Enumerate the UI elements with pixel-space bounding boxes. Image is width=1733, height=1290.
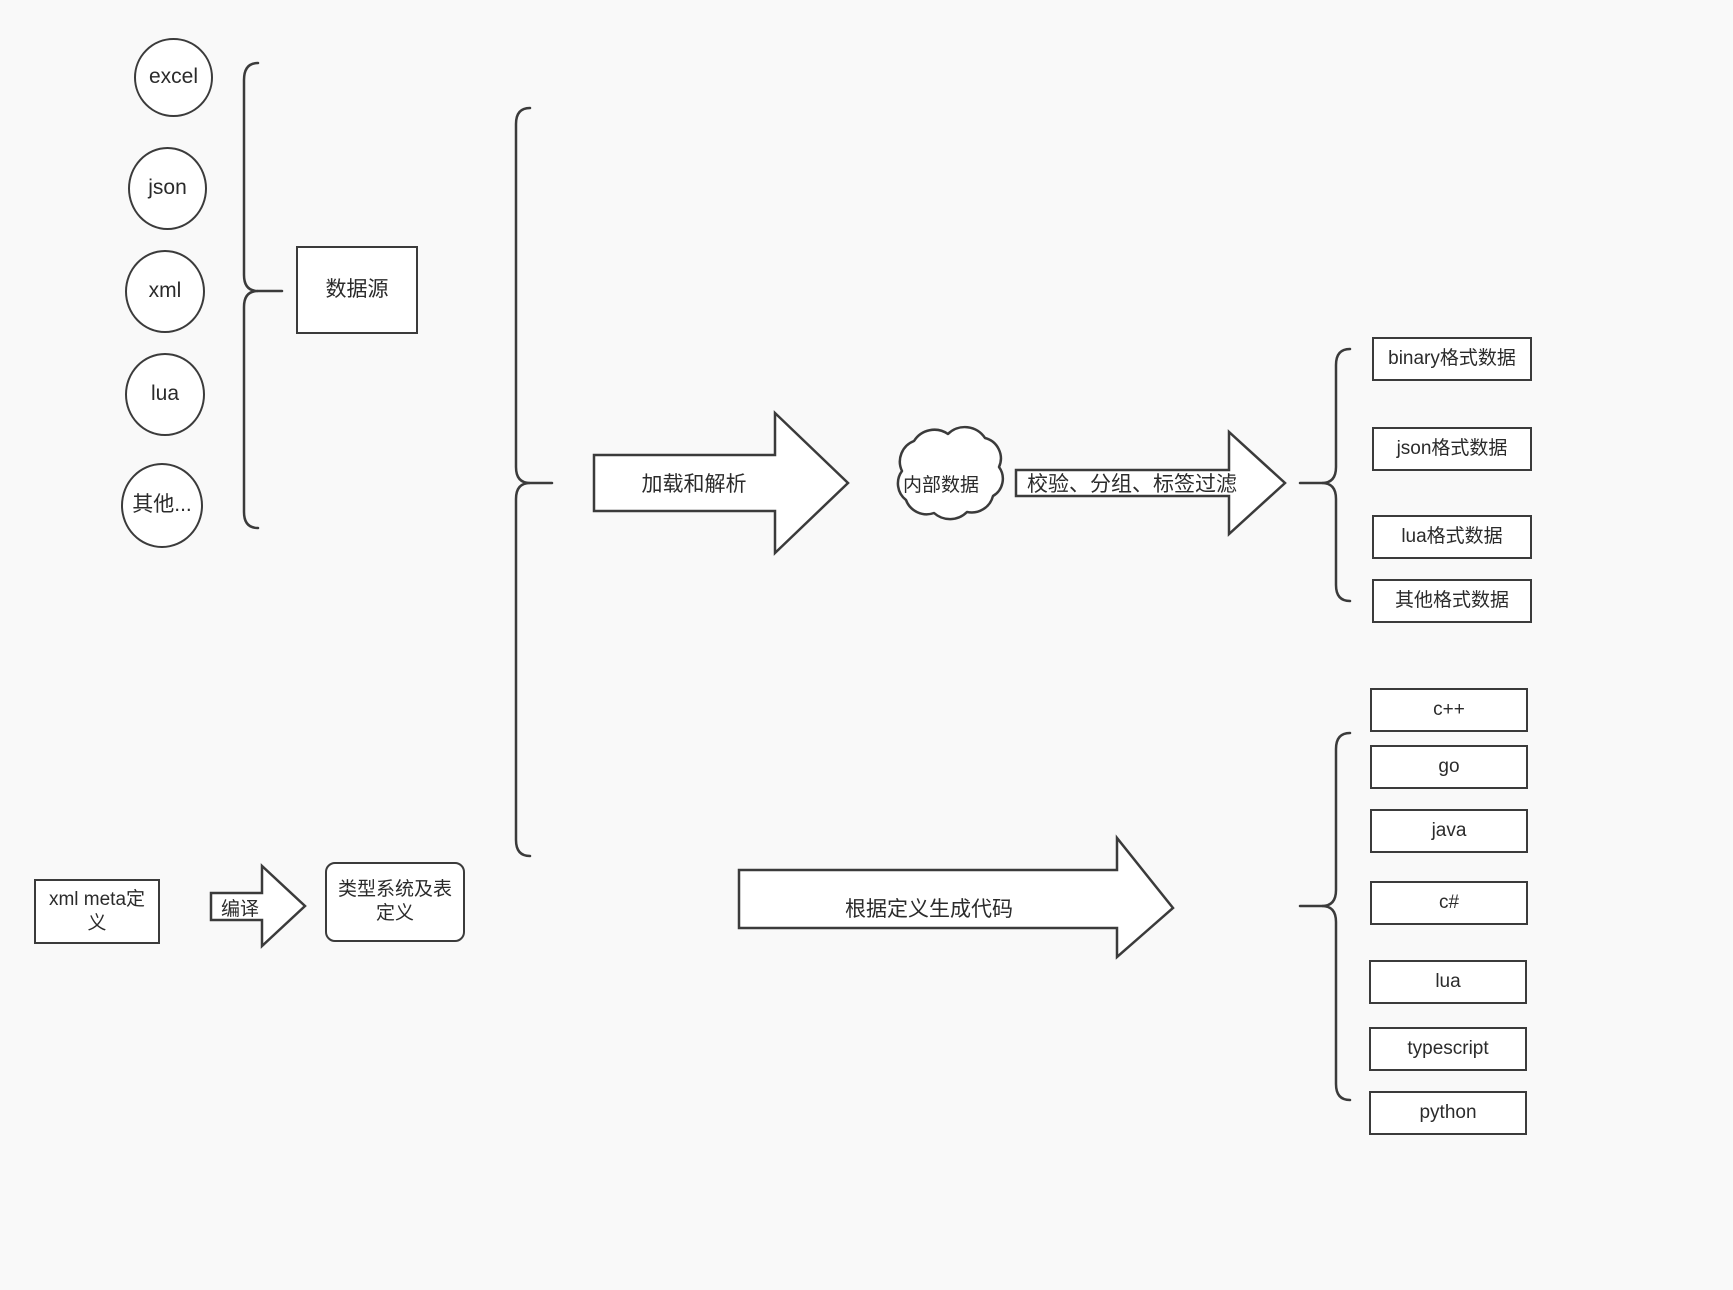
output-box-lua[interactable]: lua格式数据 [1372, 515, 1532, 559]
language-box-label: java [1431, 820, 1467, 842]
arrow-load-parse-label: 加载和解析 [641, 473, 747, 496]
type-system-label: 类型系统及表定义 [337, 879, 452, 924]
brace-languages [1321, 731, 1352, 1102]
output-box-json[interactable]: json格式数据 [1372, 427, 1532, 471]
arrow-filter [1014, 429, 1287, 537]
language-box-csharp[interactable]: c# [1370, 881, 1528, 925]
output-box-label: lua格式数据 [1401, 526, 1503, 548]
arrow-load-parse [592, 410, 850, 556]
source-node-label: 其他... [132, 493, 192, 517]
cloud-internal-data-label: 内部数据 [902, 474, 979, 496]
language-box-label: lua [1435, 971, 1461, 993]
source-node-xml[interactable]: xml [125, 250, 205, 333]
language-box-label: c# [1438, 892, 1460, 914]
output-box-label: 其他格式数据 [1394, 590, 1509, 612]
language-box-lua[interactable]: lua [1369, 960, 1527, 1004]
language-box-java[interactable]: java [1370, 809, 1528, 853]
language-box-typescript[interactable]: typescript [1369, 1027, 1527, 1071]
brace-sources [242, 61, 260, 530]
arrow-codegen [737, 834, 1175, 960]
source-node-label: excel [148, 65, 199, 89]
data-source-group-box[interactable]: 数据源 [296, 246, 418, 334]
xml-meta-definition-label: xml meta定义 [48, 888, 146, 934]
language-box-cpp[interactable]: c++ [1370, 688, 1528, 732]
arrow-compile-label: 编译 [220, 898, 259, 920]
language-box-label: c++ [1433, 699, 1465, 721]
source-node-label: lua [150, 382, 180, 406]
cloud-internal-data [896, 425, 1005, 521]
arrow-compile [209, 863, 307, 949]
language-box-python[interactable]: python [1369, 1091, 1527, 1135]
output-box-binary[interactable]: binary格式数据 [1372, 337, 1532, 381]
language-box-label: go [1438, 756, 1460, 778]
xml-meta-definition-box[interactable]: xml meta定义 [34, 879, 160, 944]
language-box-label: typescript [1407, 1038, 1489, 1060]
source-node-json[interactable]: json [128, 147, 207, 230]
output-box-label: binary格式数据 [1388, 348, 1516, 370]
arrow-codegen-label: 根据定义生成代码 [845, 898, 1013, 921]
output-box-other[interactable]: 其他格式数据 [1372, 579, 1532, 623]
source-node-label: json [148, 176, 187, 200]
brace-pipeline-input [514, 106, 532, 858]
brace-data-formats [1321, 347, 1352, 603]
source-node-other[interactable]: 其他... [121, 463, 203, 548]
language-box-go[interactable]: go [1370, 745, 1528, 789]
data-source-group-label: 数据源 [325, 277, 389, 301]
source-node-label: xml [148, 279, 182, 303]
source-node-lua[interactable]: lua [125, 353, 205, 436]
language-box-label: python [1419, 1102, 1477, 1124]
source-node-excel[interactable]: excel [134, 38, 213, 117]
output-box-label: json格式数据 [1396, 438, 1508, 460]
type-system-box[interactable]: 类型系统及表定义 [325, 862, 465, 942]
arrow-filter-label: 校验、分组、标签过滤 [1027, 473, 1237, 496]
